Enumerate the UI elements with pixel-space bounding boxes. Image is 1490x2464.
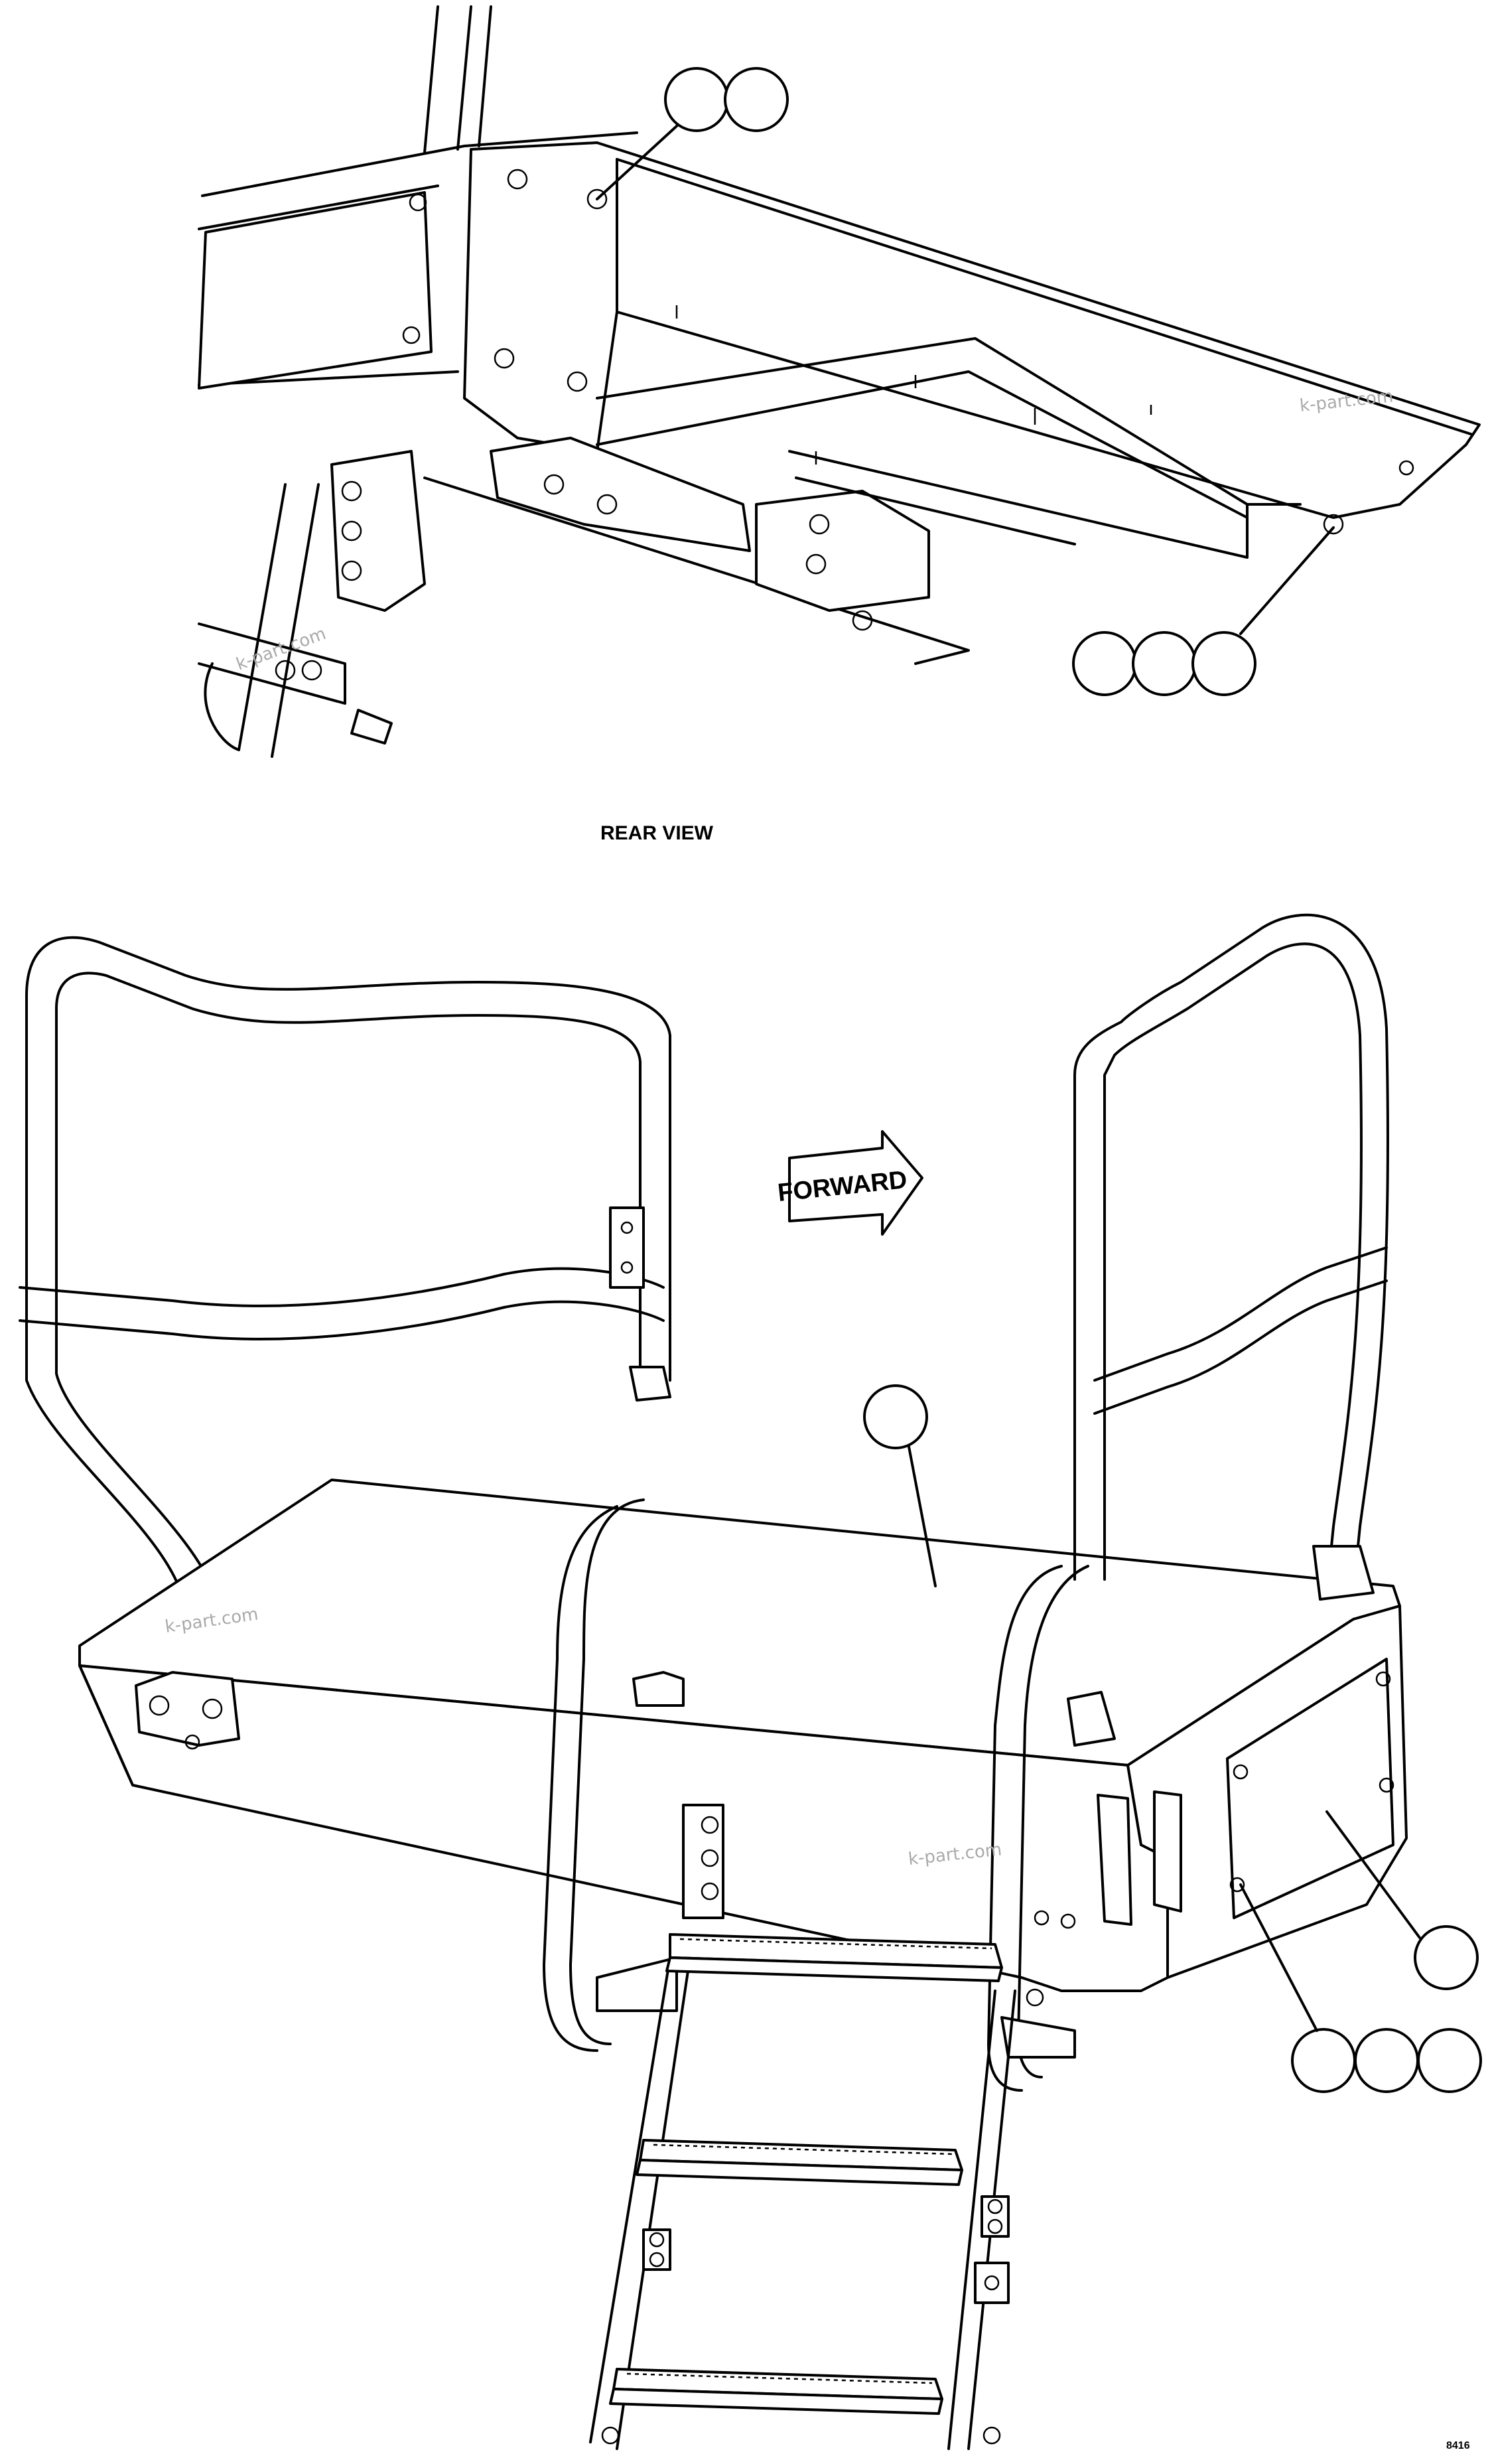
rear-view-assembly — [198, 5, 1481, 758]
figure-number: 8416 — [1446, 2440, 1470, 2451]
callout-bubble — [1354, 2028, 1419, 2093]
forward-arrow: FORWARD — [776, 1130, 923, 1236]
callout-side-panel — [1325, 1810, 1479, 1990]
view-label: REAR VIEW — [600, 822, 714, 844]
leader-line — [908, 1445, 937, 1587]
callout-bubble — [863, 1384, 928, 1449]
callout-group-bottom — [1239, 1883, 1482, 2093]
callout-deck — [863, 1384, 937, 1587]
platform-assembly — [19, 913, 1408, 2450]
ladder-step-1 — [665, 1933, 1003, 1982]
callout-bubble — [1191, 631, 1256, 696]
ladder-step-2 — [636, 2139, 963, 2186]
callout-bubble — [724, 67, 789, 132]
leader-line — [1239, 526, 1335, 635]
callout-bubble — [1132, 631, 1197, 696]
callout-bubble — [1414, 1925, 1479, 1990]
callout-bubble — [664, 67, 729, 132]
callout-bubble — [1417, 2028, 1482, 2093]
callout-bubble — [1072, 631, 1137, 696]
callout-group-right — [1072, 526, 1335, 696]
callout-group-top — [596, 67, 789, 200]
leader-line — [596, 125, 678, 200]
leader-line — [1239, 1883, 1318, 2032]
ladder-step-3 — [609, 2368, 943, 2415]
watermark: k-part.com — [234, 624, 328, 675]
leader-line — [1325, 1810, 1421, 1939]
callout-bubble — [1291, 2028, 1356, 2093]
